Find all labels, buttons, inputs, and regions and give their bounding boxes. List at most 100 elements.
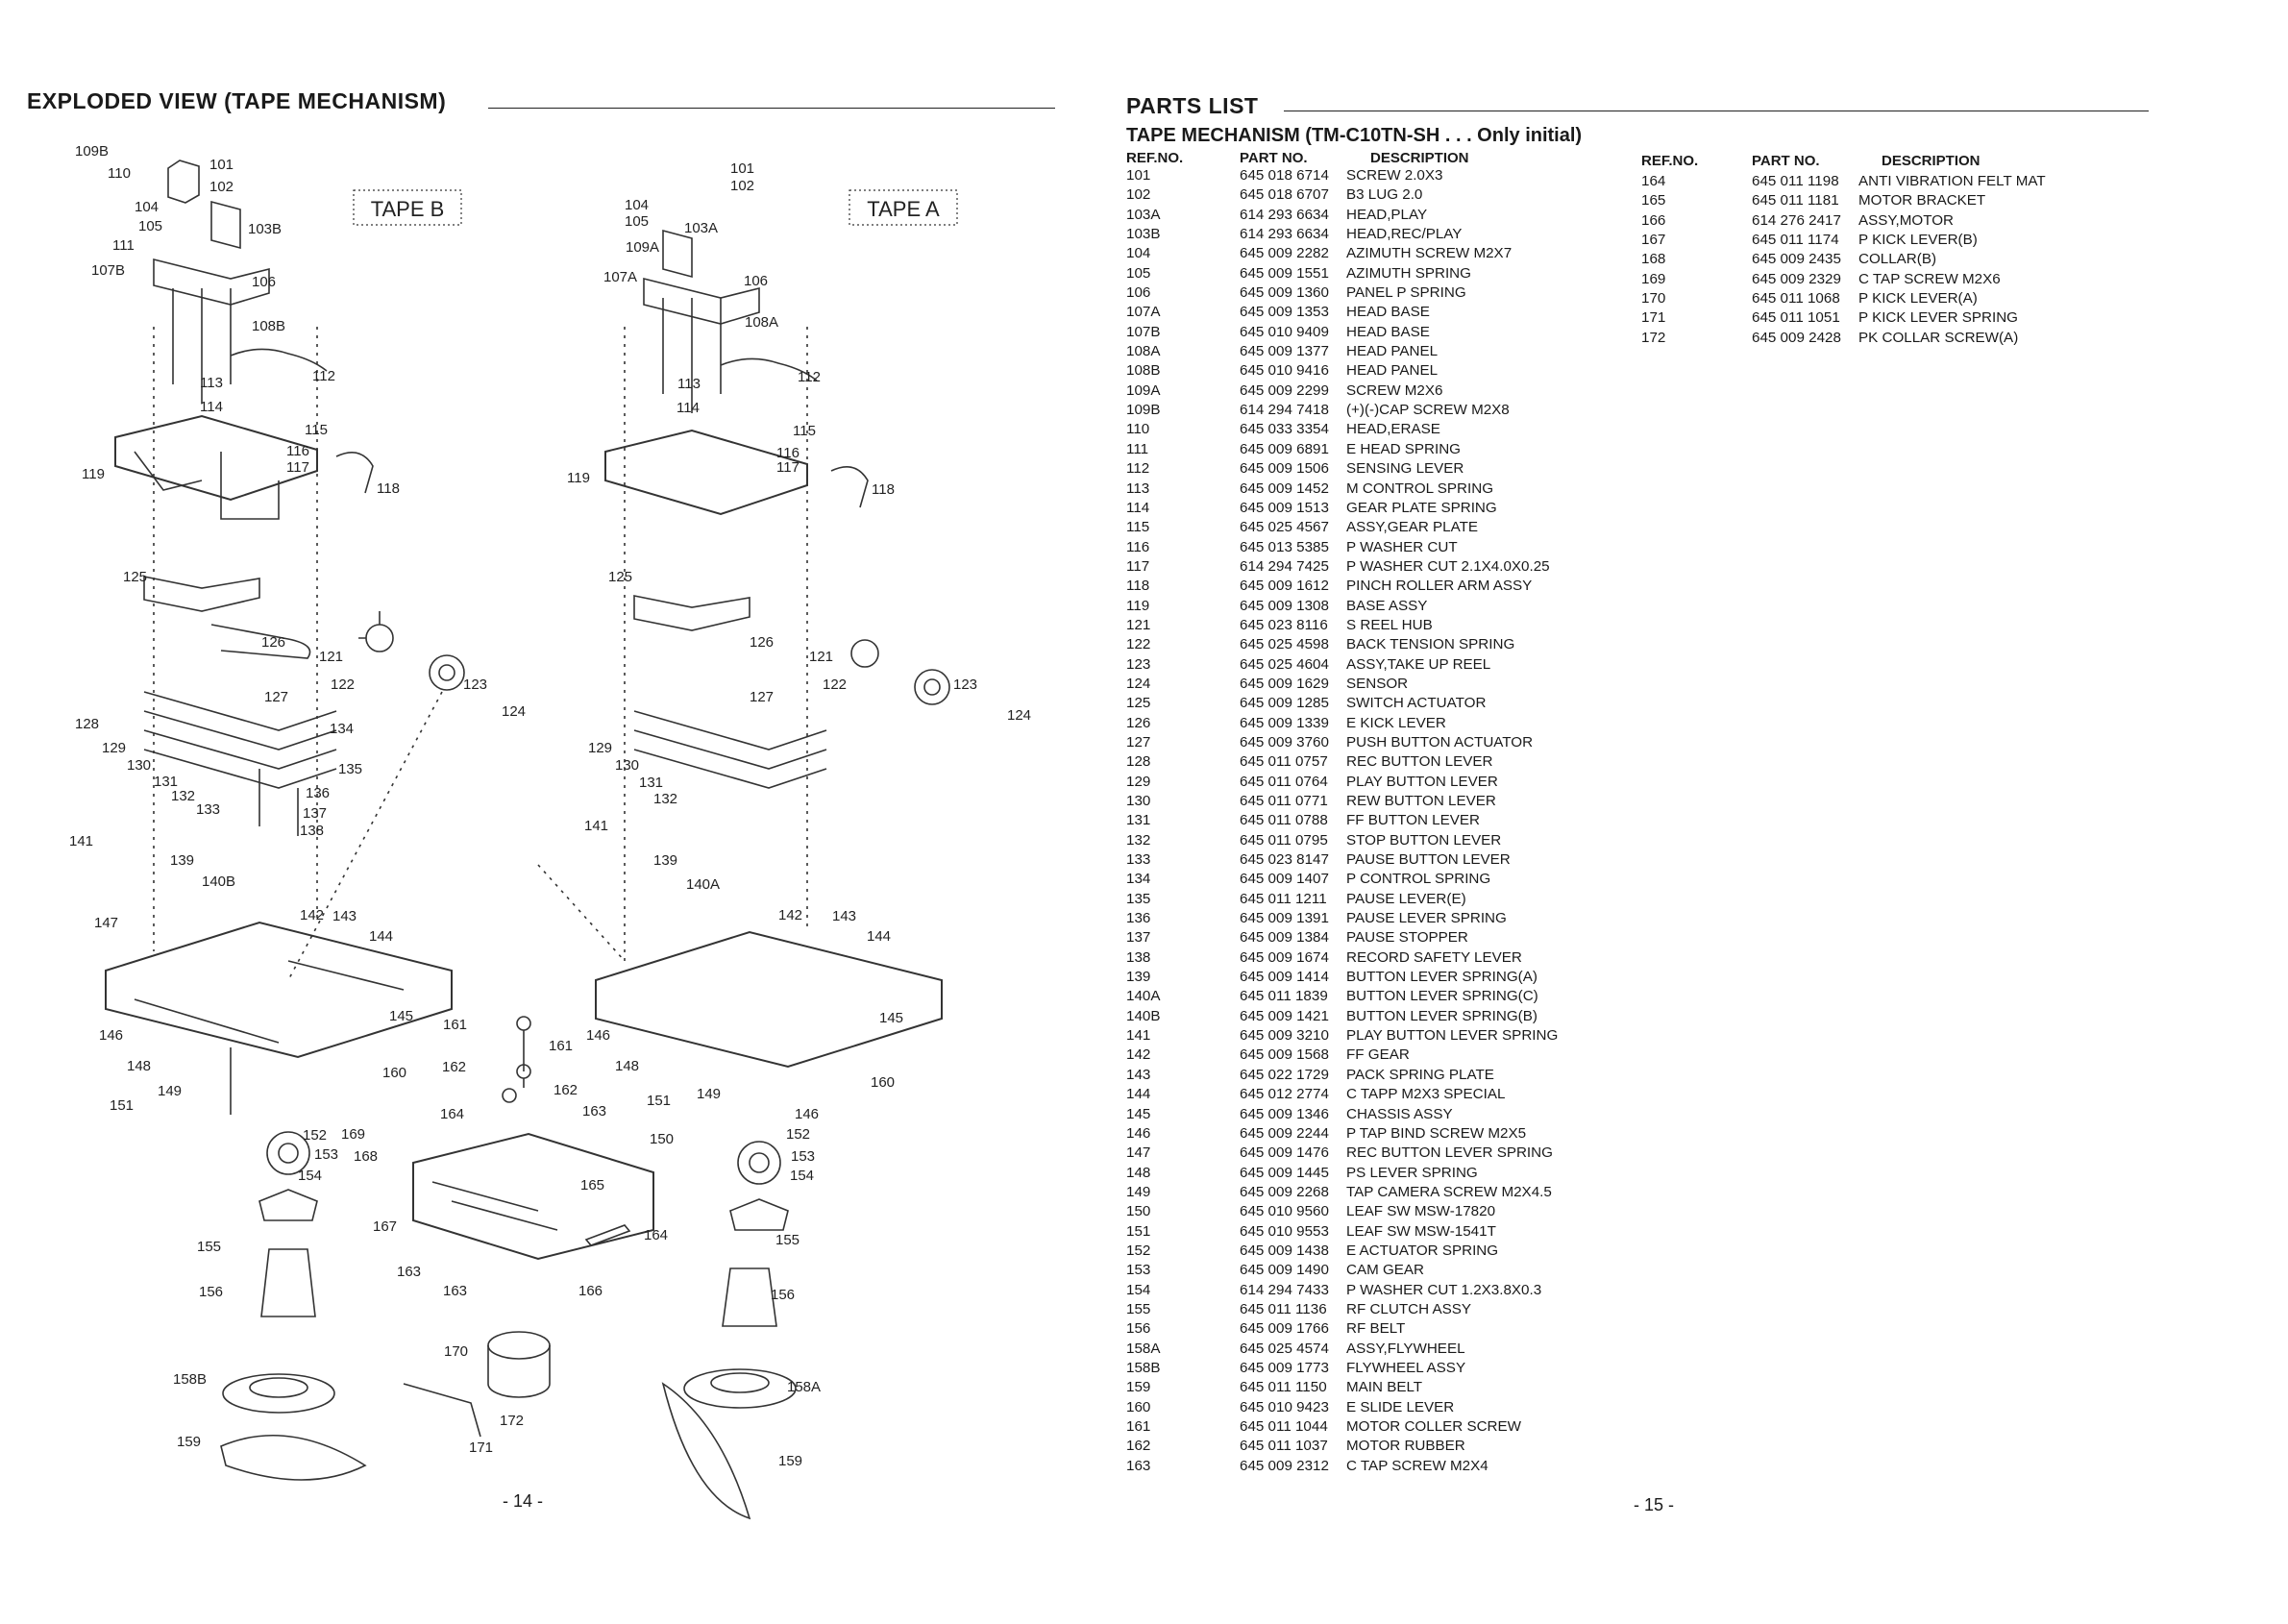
parts-part-cell: 645 011 1044 bbox=[1240, 1418, 1328, 1435]
col2-header-ref: REF.NO. bbox=[1641, 153, 1699, 169]
callout-label: 146 bbox=[99, 1027, 123, 1044]
parts-ref-cell: 108A bbox=[1126, 343, 1161, 360]
callout-label: 123 bbox=[463, 677, 487, 693]
tape-b-assembly bbox=[105, 160, 465, 1481]
parts-part-cell: 645 009 1612 bbox=[1240, 578, 1329, 595]
parts-part-cell: 645 022 1729 bbox=[1240, 1066, 1329, 1083]
parts-part-cell: 645 010 9416 bbox=[1240, 362, 1329, 380]
parts-part-cell: 645 009 1506 bbox=[1240, 460, 1329, 478]
callout-label: 113 bbox=[677, 376, 701, 392]
callout-label: 102 bbox=[730, 178, 754, 194]
callout-label: 127 bbox=[264, 689, 288, 705]
callout-label: 101 bbox=[209, 157, 234, 173]
parts-part-cell: 645 010 9553 bbox=[1240, 1222, 1329, 1240]
parts-ref-cell: 170 bbox=[1641, 290, 1666, 308]
parts-desc-cell: BUTTON LEVER SPRING(C) bbox=[1346, 988, 1538, 1005]
parts-ref-cell: 149 bbox=[1126, 1183, 1151, 1200]
parts-desc-cell: PS LEVER SPRING bbox=[1346, 1164, 1478, 1181]
callout-label: 114 bbox=[677, 400, 700, 416]
parts-part-cell: 645 025 4604 bbox=[1240, 655, 1329, 673]
parts-ref-cell: 103A bbox=[1126, 206, 1161, 223]
parts-desc-cell: ASSY,TAKE UP REEL bbox=[1346, 655, 1491, 673]
callout-label: 149 bbox=[697, 1086, 721, 1102]
callout-label: 131 bbox=[639, 775, 663, 791]
parts-desc-cell: B3 LUG 2.0 bbox=[1346, 186, 1423, 204]
parts-desc-cell: M CONTROL SPRING bbox=[1346, 480, 1494, 497]
parts-ref-cell: 152 bbox=[1126, 1242, 1151, 1259]
parts-part-cell: 614 294 7418 bbox=[1240, 402, 1329, 419]
callout-label: 122 bbox=[823, 677, 847, 693]
callout-label: 137 bbox=[303, 805, 327, 822]
parts-part-cell: 645 011 1068 bbox=[1752, 290, 1840, 308]
callout-label: 134 bbox=[330, 721, 354, 737]
callout-label: 146 bbox=[795, 1106, 819, 1122]
parts-desc-cell: P WASHER CUT 2.1X4.0X0.25 bbox=[1346, 557, 1550, 575]
parts-part-cell: 645 009 1674 bbox=[1240, 948, 1329, 966]
callout-label: 112 bbox=[312, 368, 335, 384]
parts-desc-cell: HEAD BASE bbox=[1346, 323, 1430, 340]
parts-part-cell: 645 023 8147 bbox=[1240, 851, 1329, 869]
parts-ref-cell: 124 bbox=[1126, 675, 1151, 692]
parts-ref-cell: 109A bbox=[1126, 381, 1161, 399]
callout-label: 116 bbox=[776, 445, 800, 461]
parts-part-cell: 645 010 9409 bbox=[1240, 323, 1329, 340]
callout-label: 129 bbox=[102, 740, 126, 756]
callout-label: 152 bbox=[786, 1126, 810, 1143]
callout-label: 158B bbox=[173, 1371, 207, 1388]
parts-ref-cell: 166 bbox=[1641, 211, 1666, 229]
parts-desc-cell: AZIMUTH SPRING bbox=[1346, 264, 1471, 282]
parts-desc-cell: C TAP SCREW M2X6 bbox=[1858, 270, 2001, 287]
parts-desc-cell: REC BUTTON LEVER SPRING bbox=[1346, 1144, 1553, 1162]
parts-desc-cell: E HEAD SPRING bbox=[1346, 440, 1461, 457]
parts-part-cell: 645 009 1391 bbox=[1240, 910, 1329, 927]
parts-part-cell: 645 009 1773 bbox=[1240, 1359, 1329, 1376]
callout-label: 116 bbox=[286, 443, 309, 459]
title-rule bbox=[488, 108, 1055, 109]
parts-ref-cell: 151 bbox=[1126, 1222, 1151, 1240]
callout-label: 124 bbox=[1007, 707, 1031, 724]
parts-ref-cell: 158B bbox=[1126, 1359, 1161, 1376]
callout-label: 171 bbox=[469, 1439, 493, 1456]
parts-part-cell: 645 011 1211 bbox=[1240, 890, 1327, 907]
parts-ref-cell: 118 bbox=[1126, 578, 1150, 595]
parts-part-cell: 645 011 0788 bbox=[1240, 812, 1328, 829]
callout-label: 155 bbox=[775, 1232, 800, 1248]
callout-label: 154 bbox=[790, 1168, 814, 1184]
parts-ref-cell: 131 bbox=[1126, 812, 1151, 829]
parts-ref-cell: 130 bbox=[1126, 793, 1151, 809]
parts-desc-cell: REW BUTTON LEVER bbox=[1346, 793, 1496, 809]
parts-part-cell: 645 009 2312 bbox=[1240, 1457, 1329, 1474]
parts-desc-cell: P WASHER CUT bbox=[1346, 538, 1458, 555]
parts-ref-cell: 140A bbox=[1126, 988, 1161, 1005]
callout-label: 148 bbox=[127, 1058, 151, 1074]
parts-part-cell: 645 012 2774 bbox=[1240, 1086, 1329, 1103]
callout-label: 130 bbox=[615, 757, 639, 774]
callout-label: 168 bbox=[354, 1148, 378, 1165]
tape-a-assembly bbox=[595, 229, 950, 1520]
callout-label: 127 bbox=[750, 689, 774, 705]
parts-subtitle: TAPE MECHANISM (TM-C10TN-SH . . . Only i… bbox=[1126, 125, 1583, 146]
parts-desc-cell: SCREW 2.0X3 bbox=[1346, 167, 1443, 184]
callout-label: 163 bbox=[397, 1264, 421, 1280]
callout-label: 141 bbox=[69, 833, 93, 849]
parts-ref-cell: 133 bbox=[1126, 851, 1151, 869]
parts-desc-cell: BUTTON LEVER SPRING(B) bbox=[1346, 1007, 1538, 1024]
parts-part-cell: 645 011 0795 bbox=[1240, 831, 1328, 849]
parts-desc-cell: HEAD BASE bbox=[1346, 304, 1430, 321]
parts-part-cell: 645 011 1174 bbox=[1752, 232, 1839, 249]
callout-label: 140B bbox=[202, 874, 235, 890]
parts-ref-cell: 116 bbox=[1126, 538, 1150, 555]
parts-part-cell: 645 009 2268 bbox=[1240, 1183, 1329, 1200]
parts-part-cell: 645 023 8116 bbox=[1240, 616, 1328, 633]
parts-ref-cell: 119 bbox=[1126, 597, 1150, 614]
callout-label: 125 bbox=[123, 569, 147, 585]
parts-ref-cell: 125 bbox=[1126, 695, 1151, 712]
parts-ref-cell: 154 bbox=[1126, 1281, 1151, 1298]
callout-label: 107B bbox=[91, 262, 125, 279]
callout-label: 164 bbox=[644, 1227, 668, 1243]
callout-label: 103A bbox=[684, 220, 718, 236]
parts-desc-cell: SWITCH ACTUATOR bbox=[1346, 695, 1487, 712]
callout-label: 135 bbox=[338, 761, 362, 777]
callout-label: 115 bbox=[793, 423, 816, 439]
